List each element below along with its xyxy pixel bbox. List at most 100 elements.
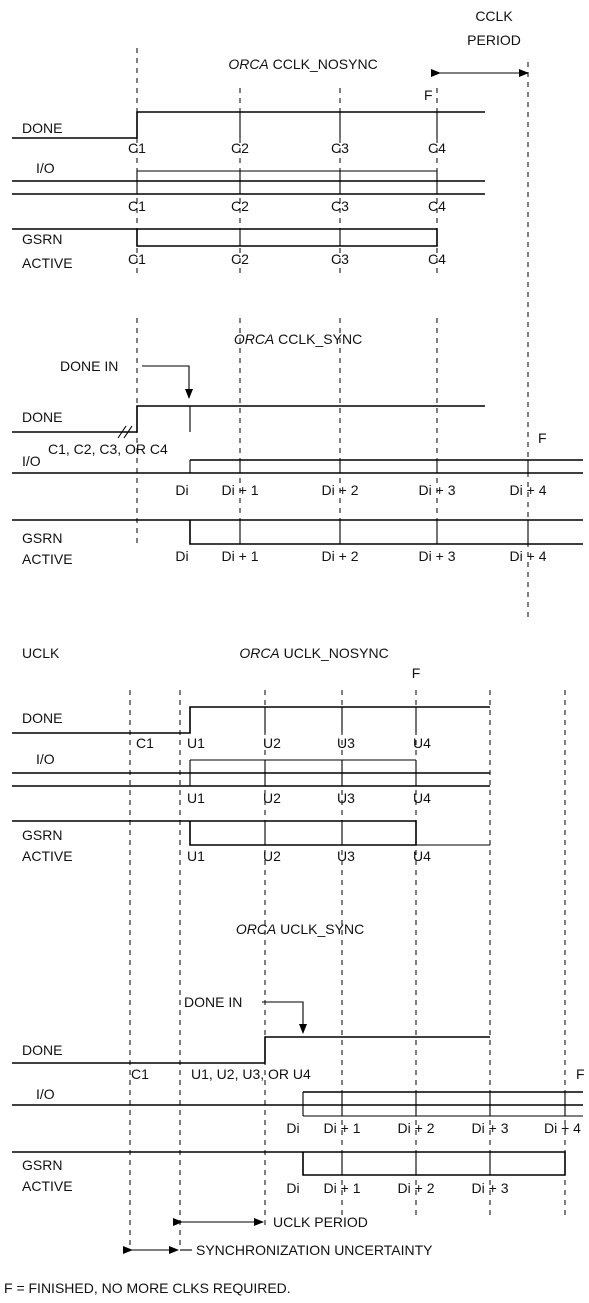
cclk-period-label-line1: CCLK [475, 8, 513, 24]
cclk-nosync-done-tick: C3 [331, 140, 349, 156]
cclk-sync-gsrn-tick: Di + 1 [222, 548, 259, 564]
cclk-nosync-gsrn-label: GSRN [22, 231, 62, 247]
cclk-sync-gsrn-tick: Di + 2 [322, 548, 359, 564]
uclk-nosync-done-label: DONE [22, 710, 62, 726]
cclk-nosync-gsrn-label: ACTIVE [22, 255, 73, 271]
cclk-sync-io-tick: Di + 3 [419, 482, 456, 498]
uclk-sync-io-tick: Di + 3 [472, 1120, 509, 1136]
uclk-nosync-c1-tick: C1 [136, 735, 154, 751]
cclk-sync-clock-gridlines [136, 318, 438, 545]
uclk-sync-done-in-label: DONE IN [184, 994, 242, 1010]
uclk-nosync-io-tick: U3 [337, 790, 355, 806]
uclk-nosync-done-tick: U2 [263, 735, 281, 751]
uclk-sync-gsrn-tick: Di [286, 1180, 299, 1196]
uclk-nosync-gsrn-tick: U1 [187, 848, 205, 864]
sync-uncertainty-label: SYNCHRONIZATION UNCERTAINTY [196, 1242, 433, 1258]
cclk-nosync-gsrn-tick: C3 [331, 251, 349, 267]
cclk-sync-io-waveform [12, 459, 583, 474]
cclk-nosync-gsrn-waveform [12, 228, 438, 247]
cclk-nosync-title: ORCA CCLK_NOSYNC [228, 56, 377, 72]
uclk-sync-finish-marker: F [576, 1066, 585, 1082]
cclk-nosync-io-tick: C4 [428, 198, 446, 214]
cclk-nosync-done-tick: C4 [428, 140, 446, 156]
cclk-sync-io-tick: Di + 1 [222, 482, 259, 498]
cclk-sync-clock-choice: C1, C2, C3, OR C4 [48, 441, 168, 457]
uclk-sync-gsrn-label: ACTIVE [22, 1178, 73, 1194]
uclk-nosync-io-tick: U4 [413, 790, 431, 806]
cclk-nosync-section: ORCA CCLK_NOSYNC F DONE C1 C2 C3 C4 I/O [12, 48, 529, 620]
uclk-nosync-gsrn-tick: U4 [413, 848, 431, 864]
uclk-sync-title: ORCA UCLK_SYNC [236, 921, 364, 937]
uclk-sync-gsrn-tick: Di + 1 [324, 1180, 361, 1196]
cclk-nosync-gsrn-tick: C4 [428, 251, 446, 267]
uclk-sync-io-label: I/O [36, 1086, 55, 1102]
uclk-nosync-io-tick: U2 [263, 790, 281, 806]
cclk-sync-done-in-label: DONE IN [60, 358, 118, 374]
cclk-sync-io-tick: Di + 2 [322, 482, 359, 498]
footnote: F = FINISHED, NO MORE CLKS REQUIRED. [4, 1280, 291, 1296]
uclk-sync-done-waveform [12, 1036, 490, 1064]
uclk-nosync-title: ORCA UCLK_NOSYNC [239, 645, 388, 661]
uclk-nosync-gsrn-waveform [12, 820, 417, 846]
uclk-sync-c1-tick: C1 [131, 1066, 149, 1082]
cclk-period-label-line2: PERIOD [467, 32, 521, 48]
uclk-period-label: UCLK PERIOD [273, 1214, 368, 1230]
cclk-period-annotation: CCLK PERIOD [431, 8, 529, 77]
uclk-sync-done-in-arrow [262, 1001, 307, 1034]
uclk-label: UCLK [22, 645, 60, 661]
cclk-sync-io-tick: Di + 4 [510, 482, 547, 498]
cclk-nosync-io-tick: C3 [331, 198, 349, 214]
cclk-sync-break-marks [117, 425, 133, 439]
uclk-period-annotation: UCLK PERIOD [173, 1214, 368, 1230]
uclk-nosync-io-label: I/O [36, 751, 55, 767]
uclk-nosync-section: UCLK ORCA UCLK_NOSYNC F DONE C1 U1 U2 U3… [12, 645, 490, 864]
cclk-sync-gsrn-label: GSRN [22, 530, 62, 546]
uclk-sync-io-waveform [12, 1091, 583, 1106]
uclk-sync-section: ORCA UCLK_SYNC DONE IN DONE C1 U1, U2, U… [12, 921, 585, 1196]
uclk-nosync-io-waveform [12, 772, 490, 787]
uclk-sync-io-tick: Di + 4 [544, 1120, 581, 1136]
sync-uncertainty-annotation: SYNCHRONIZATION UNCERTAINTY [123, 1242, 433, 1258]
uclk-sync-gsrn-tick: Di + 2 [398, 1180, 435, 1196]
uclk-sync-gsrn-tick: Di + 3 [472, 1180, 509, 1196]
uclk-nosync-gsrn-label: GSRN [22, 827, 62, 843]
cclk-nosync-io-waveform [12, 180, 485, 195]
cclk-nosync-io-tick: C2 [231, 198, 249, 214]
uclk-sync-done-label: DONE [22, 1042, 62, 1058]
uclk-nosync-gsrn-tick: U3 [337, 848, 355, 864]
uclk-nosync-finish-marker: F [412, 665, 421, 681]
uclk-sync-gsrn-waveform [12, 1151, 566, 1176]
uclk-nosync-gsrn-tick: U2 [263, 848, 281, 864]
cclk-nosync-done-tick: C1 [128, 140, 146, 156]
uclk-nosync-done-tick: U1 [187, 735, 205, 751]
cclk-nosync-io-label: I/O [36, 160, 55, 176]
cclk-sync-done-waveform [12, 405, 485, 433]
cclk-sync-io-tick: Di [175, 482, 188, 498]
cclk-nosync-finish-marker: F [424, 87, 433, 103]
uclk-sync-gsrn-label: GSRN [22, 1157, 62, 1173]
cclk-sync-finish-marker: F [538, 430, 547, 446]
cclk-sync-gsrn-label: ACTIVE [22, 551, 73, 567]
cclk-nosync-done-label: DONE [22, 120, 62, 136]
uclk-nosync-done-tick: U4 [413, 735, 431, 751]
cclk-sync-done-in-arrow [142, 365, 193, 399]
uclk-sync-clock-choice: U1, U2, U3, OR U4 [191, 1066, 311, 1082]
cclk-sync-io-label: I/O [22, 453, 41, 469]
cclk-sync-gsrn-tick: Di + 4 [510, 548, 547, 564]
cclk-sync-gsrn-waveform [12, 519, 583, 545]
uclk-sync-io-tick: Di + 1 [324, 1120, 361, 1136]
uclk-nosync-io-tick: U1 [187, 790, 205, 806]
cclk-sync-title: ORCA CCLK_SYNC [234, 331, 362, 347]
cclk-sync-gsrn-tick: Di [175, 548, 188, 564]
uclk-nosync-done-waveform [12, 706, 490, 734]
cclk-nosync-done-waveform [12, 111, 485, 139]
cclk-nosync-io-tick: C1 [128, 198, 146, 214]
uclk-sync-io-tick: Di + 2 [398, 1120, 435, 1136]
cclk-sync-gsrn-tick: Di + 3 [419, 548, 456, 564]
cclk-sync-done-label: DONE [22, 409, 62, 425]
cclk-nosync-gsrn-tick: C2 [231, 251, 249, 267]
uclk-sync-io-tick: Di [286, 1120, 299, 1136]
uclk-nosync-gsrn-label: ACTIVE [22, 848, 73, 864]
cclk-nosync-gsrn-tick: C1 [128, 251, 146, 267]
